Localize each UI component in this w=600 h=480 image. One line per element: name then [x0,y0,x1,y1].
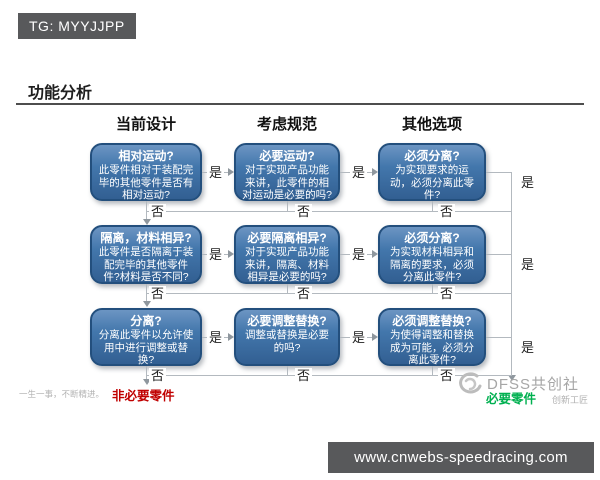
arrow-right-icon [228,168,234,176]
flow-box-title: 分离? [130,314,162,328]
connector-line [146,211,147,220]
no-label: 否 [438,286,456,301]
arrow-right-icon [372,333,378,341]
flow-box-title: 必要调整替换? [247,314,327,328]
connector-line [432,201,433,211]
connector-line [287,201,288,211]
arrow-right-icon [228,250,234,258]
no-label: 否 [149,368,167,383]
connector-line [432,366,433,375]
arrow-right-icon [228,333,234,341]
arrow-down-icon [143,301,151,307]
flow-box-relative-motion: 相对运动? 此零件相对于装配完毕的其他零件是否有相对运动? [90,143,202,201]
connector-line [146,201,147,211]
flow-box-body: 此零件相对于装配完毕的其他零件是否有相对运动? [98,164,194,201]
flow-box-isolation-material: 隔离，材料相异? 此零件是否隔离于装配完毕的其他零件件?材料是否不同? [90,225,202,284]
column-header-current-design: 当前设计 [115,116,176,133]
title-divider [16,103,584,105]
no-label: 否 [295,368,313,383]
website-url-bar: www.cnwebs-speedracing.com [328,442,594,473]
connector-line [146,293,512,294]
arrow-right-icon [372,168,378,176]
connector-line [146,375,512,376]
connector-line [146,284,147,293]
flow-box-necessary-adjust-replace: 必要调整替换? 调整或替换是必要的吗? [234,308,340,366]
flow-box-body: 此零件是否隔离于装配完毕的其他零件件?材料是否不同? [98,246,194,283]
yes-label: 是 [350,330,368,345]
flow-box-must-separate-motion: 必须分离? 为实现要求的运动，必须分离此零件? [378,143,486,201]
flow-box-body: 对于实现产品功能来讲，隔离、材料相异是必要的吗? [245,246,329,283]
no-label: 否 [438,368,456,383]
no-label: 否 [149,204,167,219]
yes-label: 是 [350,165,368,180]
flow-box-necessary-isolation: 必要隔离相异? 对于实现产品功能来讲，隔离、材料相异是必要的吗? [234,225,340,284]
flow-box-body: 为使得调整和替换成为可能，必须分离此零件? [390,329,474,366]
no-label: 否 [438,204,456,219]
outcome-essential-part: 必要零件 [486,392,537,406]
page-title: 功能分析 [28,85,93,102]
yes-label: 是 [207,165,225,180]
flow-box-title: 必须分离? [404,149,460,163]
flow-box-body: 为实现要求的运动，必须分离此零件? [390,164,474,201]
flow-box-body: 对于实现产品功能来讲，此零件的相对运动是必要的吗? [242,164,332,201]
yes-label: 是 [207,247,225,262]
connector-line [287,366,288,375]
flow-box-body: 为实现材料相异和隔离的要求，必须分离此零件? [390,246,474,283]
flow-box-title: 必须分离? [404,231,460,245]
yes-label: 是 [521,340,535,355]
connector-line [146,375,147,380]
connector-line [432,284,433,293]
arrow-right-icon [372,250,378,258]
connector-line [486,254,511,255]
no-label: 否 [295,204,313,219]
yes-label: 是 [521,257,535,272]
no-label: 否 [149,286,167,301]
yes-label: 是 [521,175,535,190]
connector-line [287,284,288,293]
flow-box-title: 隔离，材料相异? [100,231,192,245]
arrow-down-icon [143,219,151,225]
watermark-subtitle: 创新工匠 [552,395,589,405]
connector-line [146,366,147,375]
flow-box-must-adjust-replace: 必须调整替换? 为使得调整和替换成为可能，必须分离此零件? [378,308,486,366]
flow-box-title: 必要隔离相异? [247,231,327,245]
watermark-brand: DFSS共创社 [487,376,580,393]
connector-line [511,172,512,376]
flow-box-separation: 分离? 分离此零件以允许使用中进行调整或替换? [90,308,202,366]
connector-line [146,293,147,302]
column-header-other-options: 其他选项 [401,116,462,133]
arrow-down-icon [143,379,151,385]
flow-box-title: 必要运动? [259,149,315,163]
connector-line [146,211,512,212]
flow-box-title: 必须调整替换? [392,314,472,328]
flow-box-body: 分离此零件以允许使用中进行调整或替换? [98,329,194,366]
yes-label: 是 [350,247,368,262]
yes-label: 是 [207,330,225,345]
flow-box-necessary-motion: 必要运动? 对于实现产品功能来讲，此零件的相对运动是必要的吗? [234,143,340,201]
flow-box-title: 相对运动? [118,149,174,163]
arrow-down-icon [508,375,516,381]
column-header-consider-spec: 考虑规范 [256,116,317,133]
flow-box-must-separate-material: 必须分离? 为实现材料相异和隔离的要求，必须分离此零件? [378,225,486,284]
dfss-logo-icon [453,371,485,404]
outcome-non-essential-part: 非必要零件 [112,389,175,403]
channel-badge: TG: MYYJJPP [18,13,136,39]
slogan-text: 一生一事，不断精进。 [19,389,105,399]
connector-line [486,172,511,173]
no-label: 否 [295,286,313,301]
connector-line [486,337,511,338]
flow-box-body: 调整或替换是必要的吗? [245,329,329,354]
